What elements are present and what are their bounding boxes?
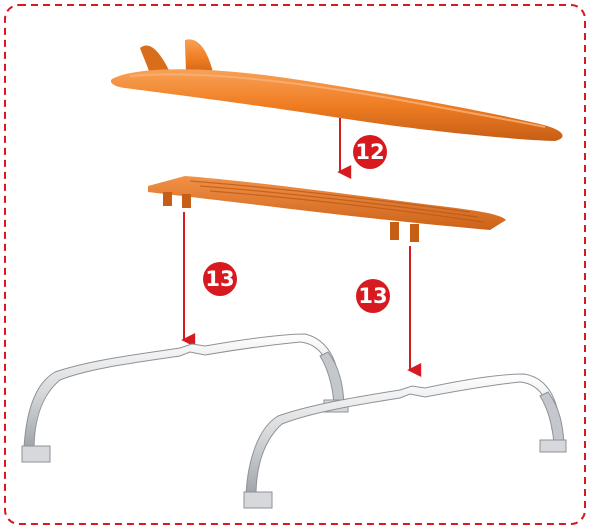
stand-bracket-right [243, 373, 567, 509]
stand-bracket-right-body [245, 373, 561, 497]
dashed-frame [4, 4, 586, 525]
mount-plate-peg-right-b [410, 224, 419, 242]
stand-bracket-left-leg [319, 351, 345, 405]
surfboard-fin-front [185, 39, 214, 78]
surfboard-highlight [129, 73, 546, 128]
stand-bracket-right-leg [539, 391, 565, 445]
mount-plate-peg-left-a [163, 192, 172, 206]
surfboard [110, 39, 563, 141]
stand-bracket-left-foot-a [21, 445, 51, 463]
step-badge-13-right-label: 13 [358, 284, 387, 308]
step-badge-13-left-label: 13 [205, 267, 234, 291]
mount-plate-ribs [189, 180, 485, 223]
step-badge-13-left: 13 [203, 262, 237, 296]
stand-bracket-left-body [23, 333, 341, 451]
surfboard-body [110, 69, 563, 141]
step-badge-13-right: 13 [356, 279, 390, 313]
mount-plate-body [148, 176, 506, 230]
surfboard-fin-back [140, 45, 170, 74]
board-mount-plate [148, 176, 506, 242]
mount-plate-peg-right-a [390, 222, 399, 240]
step-badge-12: 12 [353, 135, 387, 169]
step-badge-12-label: 12 [355, 140, 384, 164]
stand-bracket-left [21, 333, 349, 463]
mount-plate-peg-left-b [182, 194, 191, 208]
stand-bracket-right-foot-b [539, 439, 567, 453]
stand-bracket-right-foot-a [243, 491, 273, 509]
